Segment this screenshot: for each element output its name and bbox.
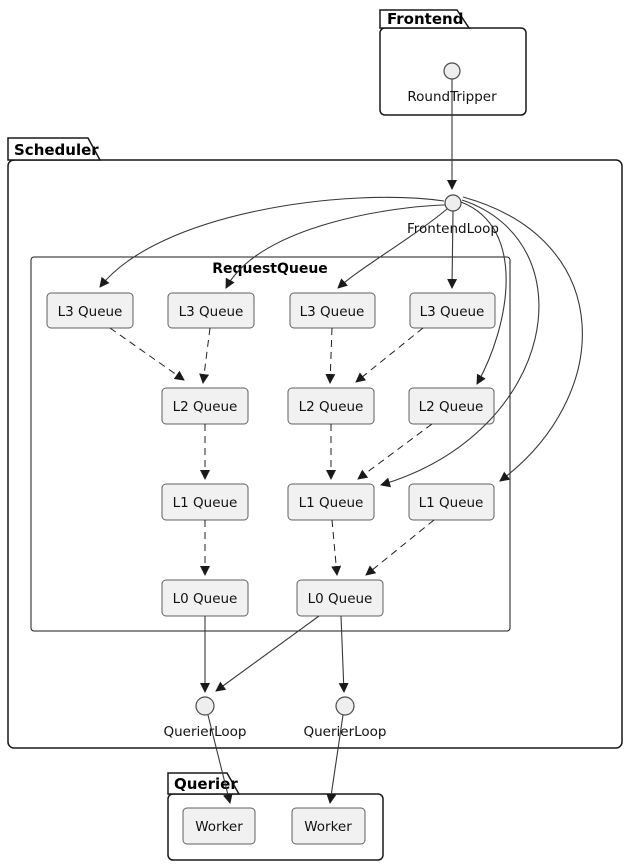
edge-querierloop-2-to-worker-2 (326, 714, 344, 804)
l1-queue-2-label: L1 Queue (299, 495, 364, 511)
roundtripper-label: RoundTripper (407, 89, 497, 105)
edge-l3-queue-4-to-l2-queue-2 (355, 327, 424, 383)
edge-l3-queue-1-to-l2-queue-1 (109, 327, 185, 381)
request-queue-title: RequestQueue (212, 261, 328, 277)
l3-queue-2-box (167, 292, 255, 329)
l2-queue-row (161, 387, 495, 425)
edge-frontendloop-to-l1-queue-2 (380, 199, 540, 488)
l2-queue-3-box (408, 387, 495, 425)
worker-1-label: Worker (195, 819, 243, 835)
dashed-edges (109, 327, 435, 576)
l0-queue-2-box (296, 579, 384, 617)
edge-frontendloop-to-l3-queue-1 (99, 196, 445, 288)
l1-queue-3-label: L1 Queue (419, 495, 484, 511)
labels: RoundTripper FrontendLoop L3 Queue L3 Qu… (58, 89, 499, 835)
l1-queue-2-box (287, 483, 375, 521)
edge-l1-queue-2-to-l0-queue-2 (331, 519, 342, 576)
l1-queue-1-label: L1 Queue (173, 495, 238, 511)
l0-queue-row (161, 579, 384, 617)
querier-package-title: Querier (174, 775, 238, 793)
worker-1-box (182, 807, 256, 845)
edge-l3-queue-3-to-l2-queue-2 (325, 327, 336, 384)
edge-l2-queue-3-to-l1-queue-2 (357, 423, 433, 480)
edge-l1-queue-3-to-l0-queue-2 (365, 519, 435, 576)
roundtripper-interface-circle (443, 62, 461, 80)
edge-querierloop-1-to-worker-1 (207, 714, 233, 804)
edge-frontendloop-to-l3-queue-2 (225, 204, 446, 289)
frontend-package-tab (379, 9, 471, 29)
l2-queue-1-label: L2 Queue (173, 399, 238, 415)
frontend-package-title: Frontend (387, 10, 463, 28)
l3-queue-1-label: L3 Queue (58, 304, 123, 320)
request-queue-package: RequestQueue (30, 256, 511, 632)
solid-edges (99, 79, 583, 804)
l2-queue-2-label: L2 Queue (299, 399, 364, 415)
edge-frontendloop-to-l3-queue-3 (337, 208, 448, 289)
l3-queue-3-box (289, 292, 376, 329)
querierloop-2-label: QuerierLoop (303, 724, 386, 740)
l0-queue-2-label: L0 Queue (308, 591, 373, 607)
edge-frontendloop-to-l2-queue-3 (460, 201, 507, 385)
scheduler-package-title: Scheduler (14, 141, 99, 159)
l1-queue-3-box (408, 483, 495, 521)
worker-row (182, 807, 366, 845)
querierloop-2-interface-circle (335, 696, 355, 716)
frontendloop-label: FrontendLoop (407, 221, 499, 237)
request-queue-body (30, 256, 511, 632)
l3-queue-2-label: L3 Queue (179, 304, 244, 320)
l3-queue-4-label: L3 Queue (420, 304, 485, 320)
edge-l3-queue-2-to-l2-queue-1 (199, 327, 211, 384)
l2-queue-3-label: L2 Queue (419, 399, 484, 415)
worker-2-label: Worker (304, 819, 352, 835)
querierloop-1-label: QuerierLoop (163, 724, 246, 740)
edge-l0-queue-2-to-querierloop-1 (215, 615, 320, 692)
querierloop-1-interface-circle (195, 696, 215, 716)
edge-frontendloop-to-l1-queue-3 (462, 196, 583, 482)
l3-queue-4-box (409, 292, 496, 329)
edge-l0-queue-2-to-querierloop-2 (338, 615, 349, 693)
l3-queue-3-label: L3 Queue (300, 304, 365, 320)
scheduler-package-tab (7, 137, 102, 161)
edge-frontendloop-to-l3-queue-4 (447, 210, 458, 289)
l3-queue-row (46, 292, 496, 329)
l3-queue-1-box (46, 292, 134, 329)
querier-package-tab (167, 772, 241, 795)
frontendloop-interface-circle (444, 194, 462, 212)
worker-2-box (291, 807, 366, 845)
l0-queue-1-label: L0 Queue (173, 591, 238, 607)
